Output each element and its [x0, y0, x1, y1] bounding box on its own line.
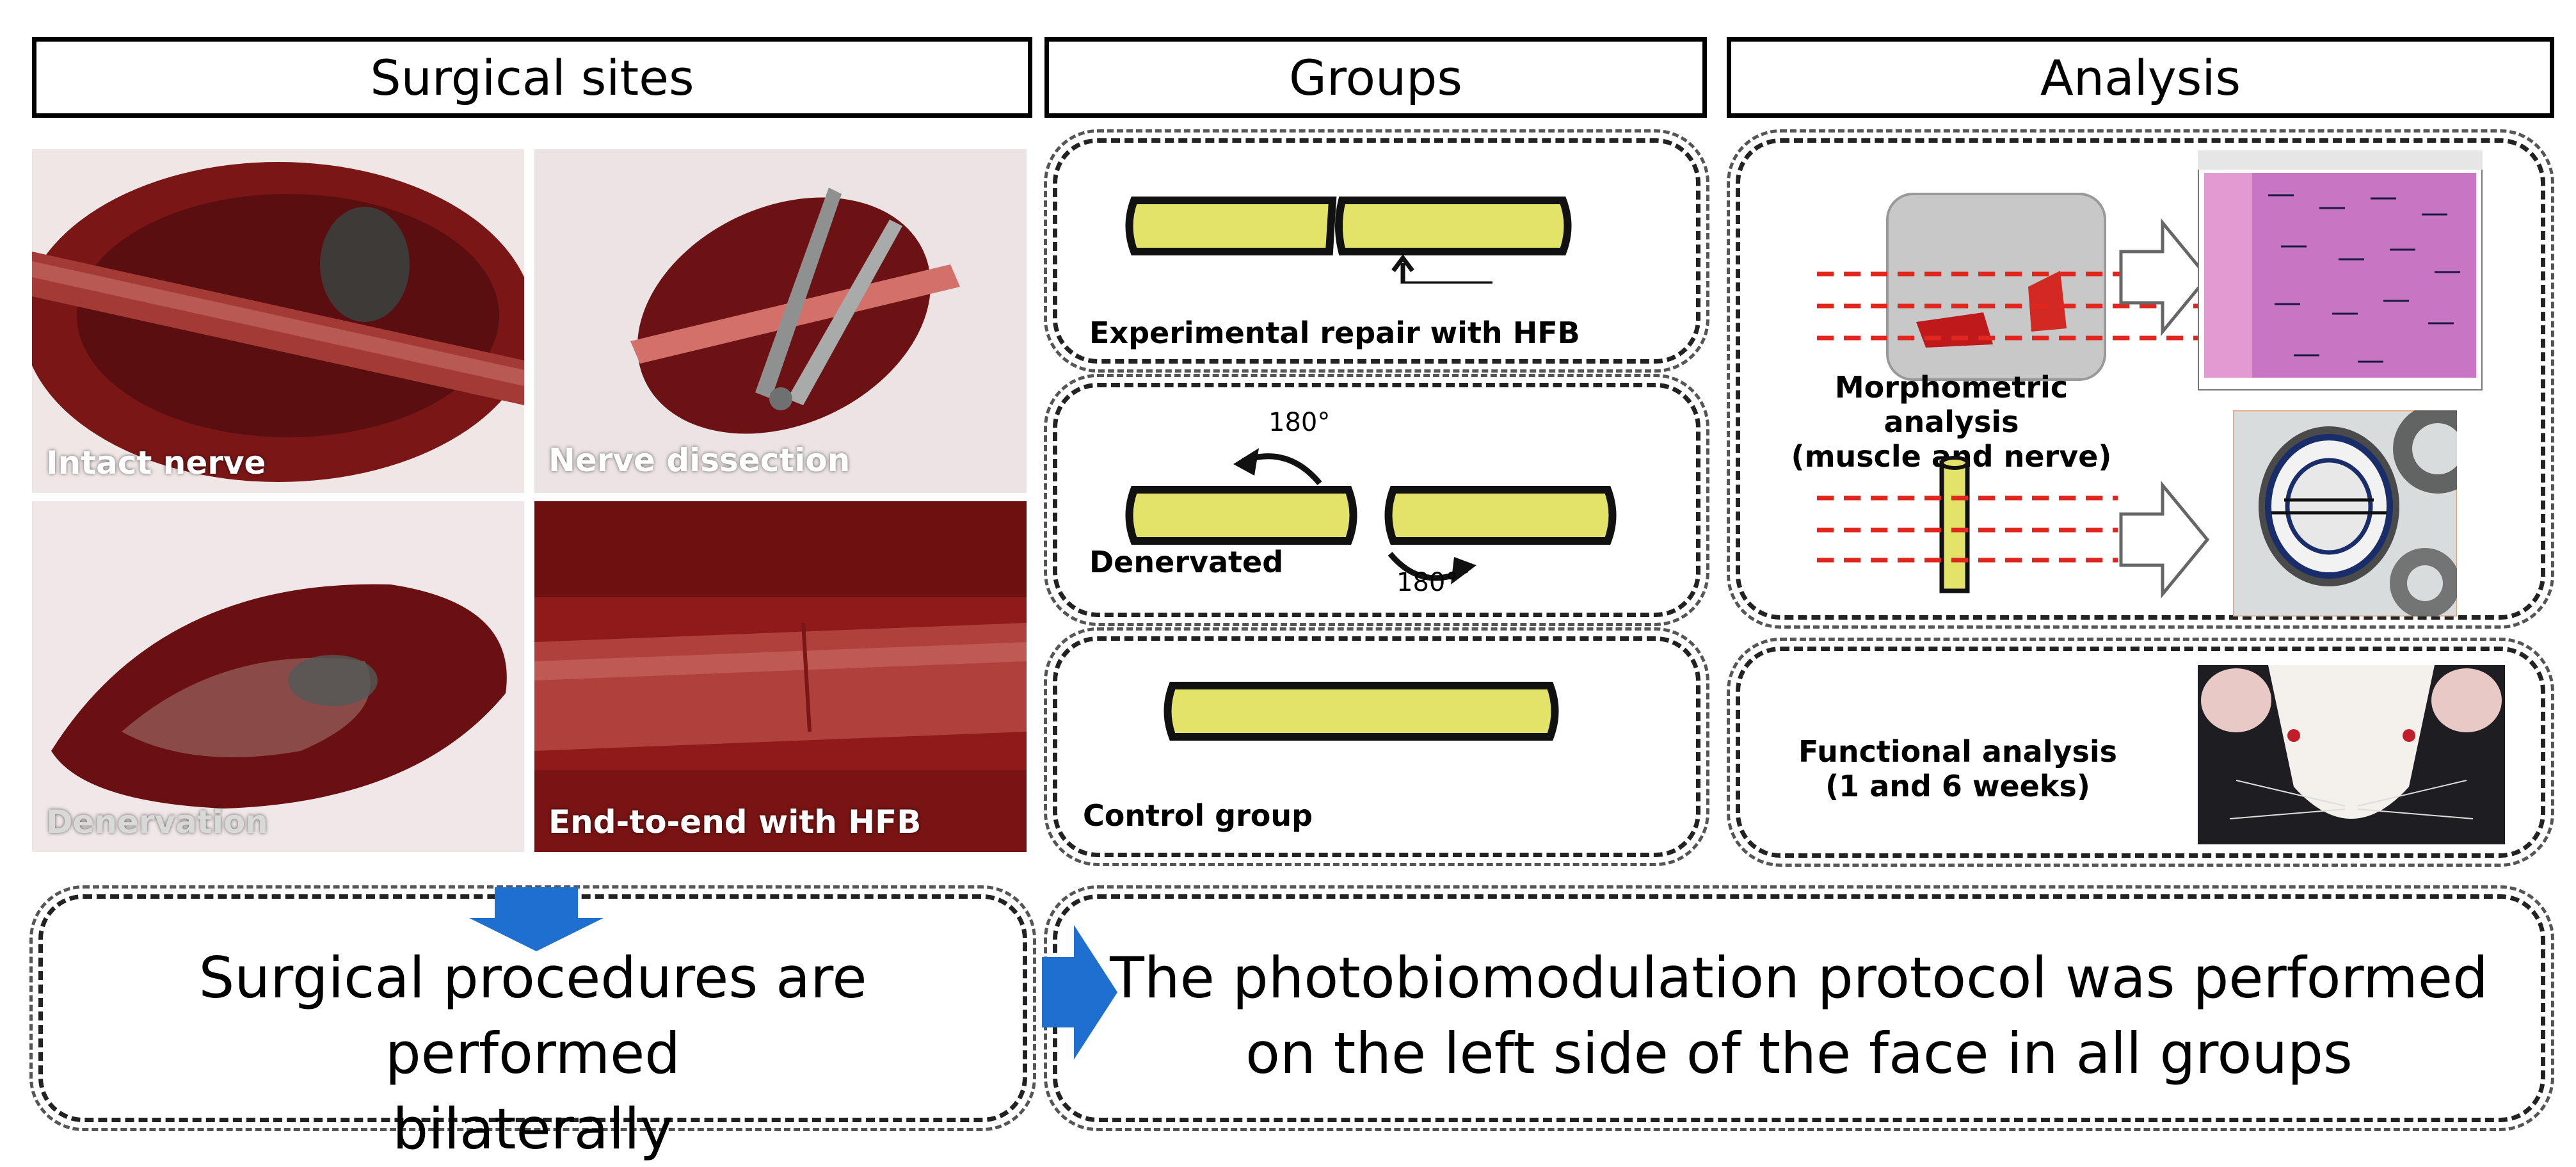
group-experimental-label: Experimental repair with HFB — [1089, 316, 1580, 350]
rotation-label-top: 180° — [1268, 408, 1331, 437]
analysis-functional-panel: Functional analysis (1 and 6 weeks) — [1727, 638, 2554, 867]
header-groups-label: Groups — [1289, 49, 1462, 106]
analysis-morphometric-panel: Morphometric analysis (muscle and nerve) — [1727, 129, 2554, 629]
note-bilateral-line2: bilaterally — [392, 1096, 673, 1162]
group-denervated-label: Denervated — [1089, 545, 1284, 579]
photo-intact-nerve: Intact nerve — [32, 149, 524, 493]
down-arrow-icon — [469, 887, 604, 951]
functional-label: Functional analysis (1 and 6 weeks) — [1779, 734, 2137, 803]
note-pbm-line2: on the left side of the face in all grou… — [1245, 1020, 2353, 1086]
photo-denervation-label: Denervation — [46, 803, 268, 841]
photo-nerve-dissection-image — [534, 149, 1027, 493]
note-pbm-panel: The photobiomodulation protocol was perf… — [1044, 885, 2554, 1131]
note-bilateral-panel: Surgical procedures are performed bilate… — [29, 885, 1036, 1162]
photo-nerve-dissection-label: Nerve dissection — [548, 442, 851, 479]
nerve-fiber-section-graphic — [2233, 410, 2457, 616]
header-surgical-sites-label: Surgical sites — [370, 49, 694, 106]
photo-intact-nerve-label: Intact nerve — [46, 444, 266, 481]
histology-screenshot-graphic — [2198, 150, 2483, 390]
photo-end-to-end: End-to-end with HFB — [534, 501, 1027, 852]
functional-label-line2: (1 and 6 weeks) — [1825, 769, 2090, 803]
note-pbm-line1: The photobiomodulation protocol was perf… — [1110, 945, 2488, 1011]
nerve-intact-graphic — [1164, 682, 1559, 741]
photo-intact-nerve-image — [32, 149, 524, 493]
header-surgical-sites: Surgical sites — [32, 37, 1032, 118]
rotation-label-bottom: 180° — [1396, 568, 1459, 597]
functional-label-line1: Functional analysis — [1798, 734, 2117, 769]
group-denervated-panel: 180° 180° Denervated — [1044, 374, 1709, 626]
header-analysis-label: Analysis — [2040, 49, 2241, 106]
group-control-panel: Control group — [1044, 627, 1709, 866]
group-experimental-panel: Experimental repair with HFB — [1044, 129, 1709, 373]
arrow-right-icon-2 — [2119, 481, 2210, 599]
nerve-cut-graphic — [1125, 448, 1617, 584]
note-bilateral-line1: Surgical procedures are performed — [198, 945, 867, 1086]
arrow-right-icon — [2119, 218, 2210, 336]
tissue-sample-graphic — [1817, 193, 2207, 381]
note-pbm-text: The photobiomodulation protocol was perf… — [1057, 940, 2541, 1091]
photo-end-to-end-image — [534, 501, 1027, 852]
photo-denervation-image — [32, 501, 524, 852]
right-arrow-icon — [1042, 925, 1117, 1059]
nerve-segment-graphic — [1817, 456, 2118, 593]
morphometric-label-line1: Morphometric analysis — [1834, 370, 2068, 439]
header-analysis: Analysis — [1727, 37, 2554, 118]
rat-photo-graphic — [2198, 665, 2505, 844]
photo-nerve-dissection: Nerve dissection — [534, 149, 1027, 493]
note-bilateral-text: Surgical procedures are performed bilate… — [43, 940, 1023, 1167]
photo-end-to-end-label: End-to-end with HFB — [548, 803, 922, 841]
group-control-label: Control group — [1083, 798, 1313, 833]
nerve-repaired-graphic — [1125, 197, 1572, 284]
photo-denervation: Denervation — [32, 501, 524, 852]
header-groups: Groups — [1044, 37, 1707, 118]
